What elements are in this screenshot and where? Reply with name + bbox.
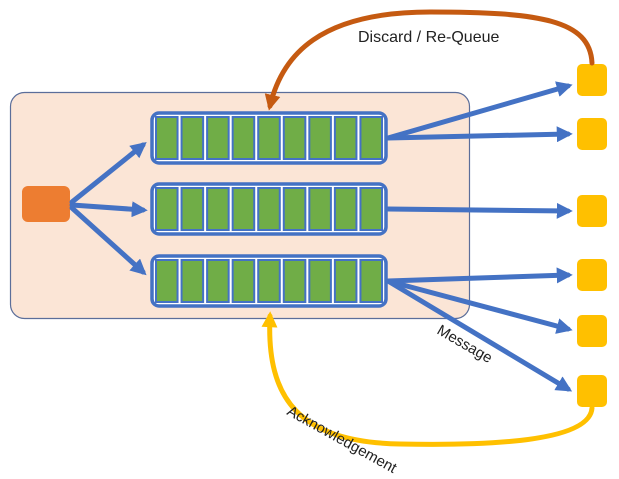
queue-1 [150, 111, 388, 165]
consumer-node-4 [577, 259, 607, 291]
consumer-node-2 [577, 118, 607, 150]
queue-message-slot [282, 259, 307, 303]
queue-2 [150, 182, 388, 236]
discard-requeue-label: Discard / Re-Queue [358, 29, 499, 46]
producer-node [22, 186, 70, 222]
queue-message-slot [333, 259, 358, 303]
queue-message-slot [155, 116, 179, 160]
arrow-queue-3-to-consumer-5 [385, 278, 573, 334]
queue-message-slot [231, 187, 256, 231]
acknowledgement-label: Acknowledgement [284, 403, 400, 478]
queue-message-slot [231, 116, 256, 160]
queue-message-slot [206, 259, 230, 303]
queue-message-slot [180, 259, 205, 303]
acknowledgement-arrow [261, 311, 595, 447]
queue-message-slot [282, 187, 307, 231]
queue-message-slot [180, 116, 205, 160]
queue-message-slot [359, 259, 384, 303]
queue-message-slot [333, 187, 358, 231]
queue-message-slot [257, 259, 281, 303]
consumer-node-3 [577, 195, 607, 227]
consumer-arrows [385, 81, 573, 392]
queue-3 [150, 254, 388, 308]
queue-message-slot [206, 187, 230, 231]
queue-message-slot [257, 116, 281, 160]
arrow-queue-2-to-consumer-3 [385, 202, 573, 219]
queue-message-slot [359, 116, 384, 160]
arrow-queue-1-to-consumer-1 [385, 81, 573, 141]
queue-message-slot [180, 187, 205, 231]
arrow-producer-to-queue-1 [69, 141, 147, 205]
producer-arrows [69, 141, 148, 276]
queue-message-slot [155, 187, 179, 231]
queue-message-slot [231, 259, 256, 303]
consumers [577, 64, 607, 407]
queue-message-slot [308, 116, 332, 160]
arrow-queue-3-to-consumer-6 [385, 278, 573, 392]
queue-message-slot [359, 187, 384, 231]
arrow-queue-3-to-consumer-4 [385, 267, 573, 284]
consumer-node-1 [577, 64, 607, 96]
arrow-producer-to-queue-3 [69, 205, 147, 276]
queue-message-slot [206, 116, 230, 160]
queue-message-slot [282, 116, 307, 160]
queue-message-slot [333, 116, 358, 160]
arrow-producer-to-queue-2 [69, 201, 148, 218]
consumer-node-6 [577, 375, 607, 407]
consumer-node-5 [577, 315, 607, 347]
queue-message-slot [308, 187, 332, 231]
queue-message-slot [257, 187, 281, 231]
arrow-queue-1-to-consumer-2 [385, 126, 573, 143]
queue-message-slot [308, 259, 332, 303]
discard-requeue-arrow [264, 9, 595, 111]
queue-message-slot [155, 259, 179, 303]
